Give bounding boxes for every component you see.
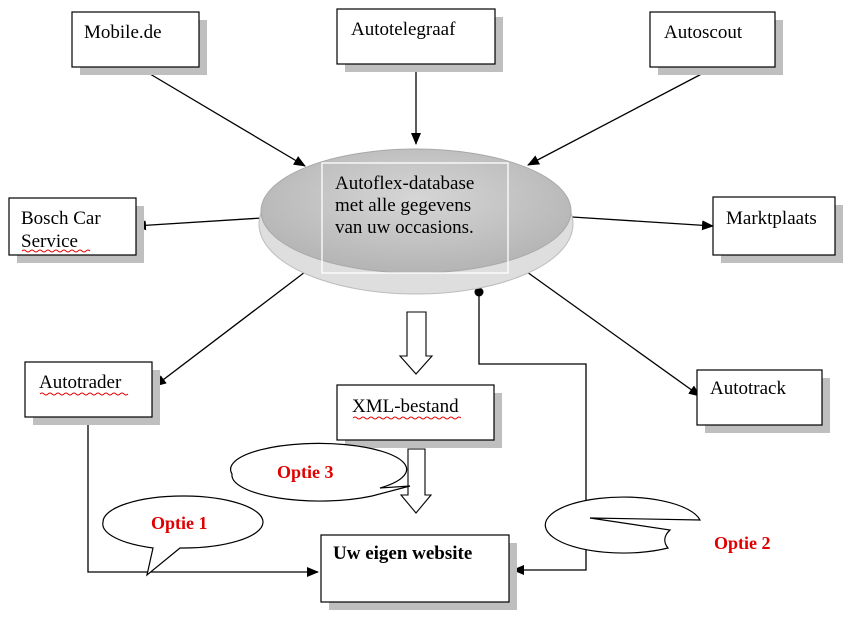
database-line-3: van uw occasions. [335, 217, 474, 238]
connectors [83, 66, 714, 577]
label-mobile: Mobile.de [84, 22, 162, 43]
label-autoscout: Autoscout [664, 22, 743, 43]
box-xml: XML-bestand [336, 384, 502, 448]
box-marktplaats: Marktplaats [712, 196, 843, 263]
box-autoscout: Autoscout [649, 11, 783, 75]
label-optie2: Optie 2 [714, 533, 771, 553]
spellcheck-squiggle-bosch [21, 249, 91, 253]
arrow-db-to-bosch [134, 217, 263, 231]
label-optie3: Optie 3 [277, 462, 334, 482]
box-autotrader: Autotrader [24, 361, 160, 425]
database-node: Autoflex-database met alle gegevens van … [258, 148, 574, 295]
label-marktplaats: Marktplaats [726, 208, 817, 229]
label-xml: XML-bestand [352, 396, 459, 417]
callout-optie1: Optie 1 [102, 495, 264, 577]
callout-optie2: Optie 2 [544, 496, 771, 554]
database-textbox [321, 162, 509, 274]
arrow-db-to-marktplaats [571, 216, 714, 231]
callout-optie3: Optie 3 [230, 442, 411, 502]
path-optie2 [478, 292, 587, 575]
arrow-mobile-to-db [139, 67, 306, 167]
arrow-db-to-autotrack [526, 271, 701, 397]
spellcheck-squiggle-autotrader [39, 392, 129, 396]
arrow-autoscout-to-db [527, 67, 714, 166]
database-line-1: Autoflex-database [335, 173, 474, 194]
box-mobile: Mobile.de [71, 11, 207, 75]
block-arrow-xml-to-website [399, 448, 433, 514]
label-bosch-line-2: Service [21, 231, 78, 252]
label-bosch-line-1: Bosch Car [21, 208, 101, 229]
label-autotelegraaf: Autotelegraaf [351, 19, 456, 40]
label-autotrader: Autotrader [39, 372, 122, 393]
spellcheck-squiggle-xml [352, 416, 462, 420]
label-optie1: Optie 1 [151, 513, 208, 533]
label-website: Uw eigen website [333, 543, 472, 564]
database-line-2: met alle gegevens [335, 195, 471, 216]
arrow-db-to-autotrader [154, 271, 306, 387]
path-optie1 [87, 416, 319, 577]
dot-database [474, 287, 484, 297]
box-bosch: Bosch Car Service [8, 197, 144, 263]
label-autotrack: Autotrack [710, 378, 786, 399]
box-autotrack: Autotrack [696, 369, 830, 433]
box-website: Uw eigen website [320, 534, 517, 610]
box-autotelegraaf: Autotelegraaf [336, 8, 503, 72]
block-arrow-db-to-xml [398, 311, 434, 375]
